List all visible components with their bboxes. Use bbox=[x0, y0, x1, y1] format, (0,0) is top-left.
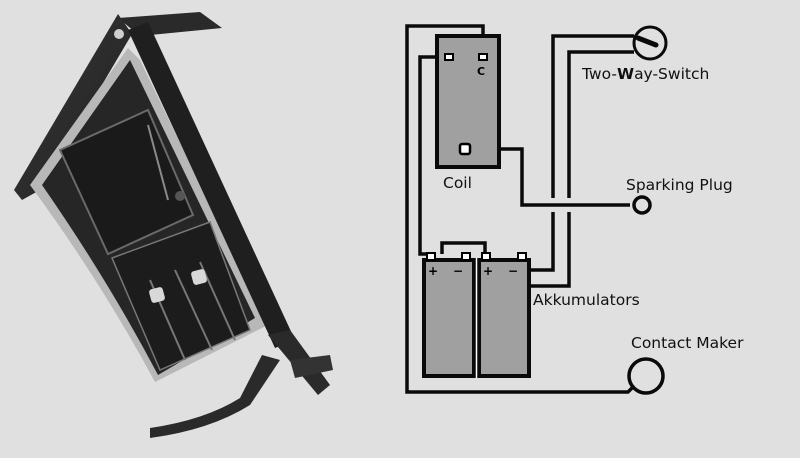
akkumulators-label: Akkumulators bbox=[533, 291, 640, 309]
battery-box-photo bbox=[14, 12, 333, 438]
svg-text:−: − bbox=[453, 264, 463, 278]
battery-right bbox=[477, 258, 531, 378]
svg-text:+: + bbox=[483, 264, 493, 278]
wire-battery-link bbox=[440, 241, 487, 254]
contact-maker-label: Contact Maker bbox=[631, 334, 744, 352]
battery-left bbox=[422, 258, 476, 378]
contact-maker-symbol bbox=[627, 357, 665, 395]
wire-switch-upper bbox=[551, 34, 634, 198]
two-way-switch-label: Two-Way-Switch bbox=[582, 65, 710, 83]
coil-label: Coil bbox=[443, 174, 472, 192]
wire-switch-upper-lower bbox=[522, 212, 555, 272]
svg-text:C: C bbox=[477, 65, 485, 78]
wire-coil-to-battery-plus bbox=[418, 55, 447, 256]
sparking-plug-symbol bbox=[632, 195, 652, 215]
svg-text:+: + bbox=[428, 264, 438, 278]
wire-switch-lower bbox=[567, 50, 634, 198]
wire-coil-to-contact-maker bbox=[405, 24, 636, 394]
svg-text:−: − bbox=[508, 264, 518, 278]
sparking-plug-label: Sparking Plug bbox=[626, 176, 733, 194]
